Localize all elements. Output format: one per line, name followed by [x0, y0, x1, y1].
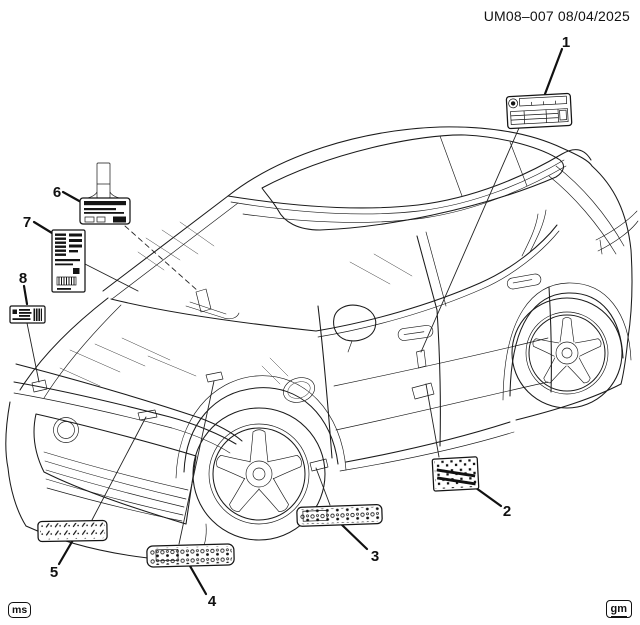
callout-number-8[interactable]: 8 — [19, 270, 27, 287]
vehicle-line-art — [5, 126, 639, 561]
part-label-2 — [431, 456, 480, 492]
callout-number-6[interactable]: 6 — [53, 184, 61, 201]
callout-number-4[interactable]: 4 — [208, 593, 217, 610]
leader-lines — [22, 47, 564, 596]
document-id: UM08–007 08/04/2025 — [483, 8, 630, 24]
part-label-5 — [37, 519, 108, 543]
callout-number-5[interactable]: 5 — [50, 564, 58, 581]
part-label-4 — [146, 543, 235, 568]
callout-number-2[interactable]: 2 — [503, 503, 511, 520]
part-label-8 — [9, 305, 46, 324]
callout-number-3[interactable]: 3 — [371, 548, 379, 565]
part-label-7 — [51, 229, 86, 293]
gm-logo: gm — [605, 600, 632, 618]
ms-badge: ms — [8, 602, 32, 618]
callout-number-1[interactable]: 1 — [562, 34, 570, 51]
part-label-1 — [505, 92, 573, 130]
callout-number-7[interactable]: 7 — [23, 214, 31, 231]
gm-logo-text: gm — [610, 603, 627, 617]
part-label-6 — [79, 162, 131, 225]
callout-numbers: 1 2 3 4 5 6 7 8 — [19, 34, 570, 610]
part-label-3 — [296, 504, 383, 527]
